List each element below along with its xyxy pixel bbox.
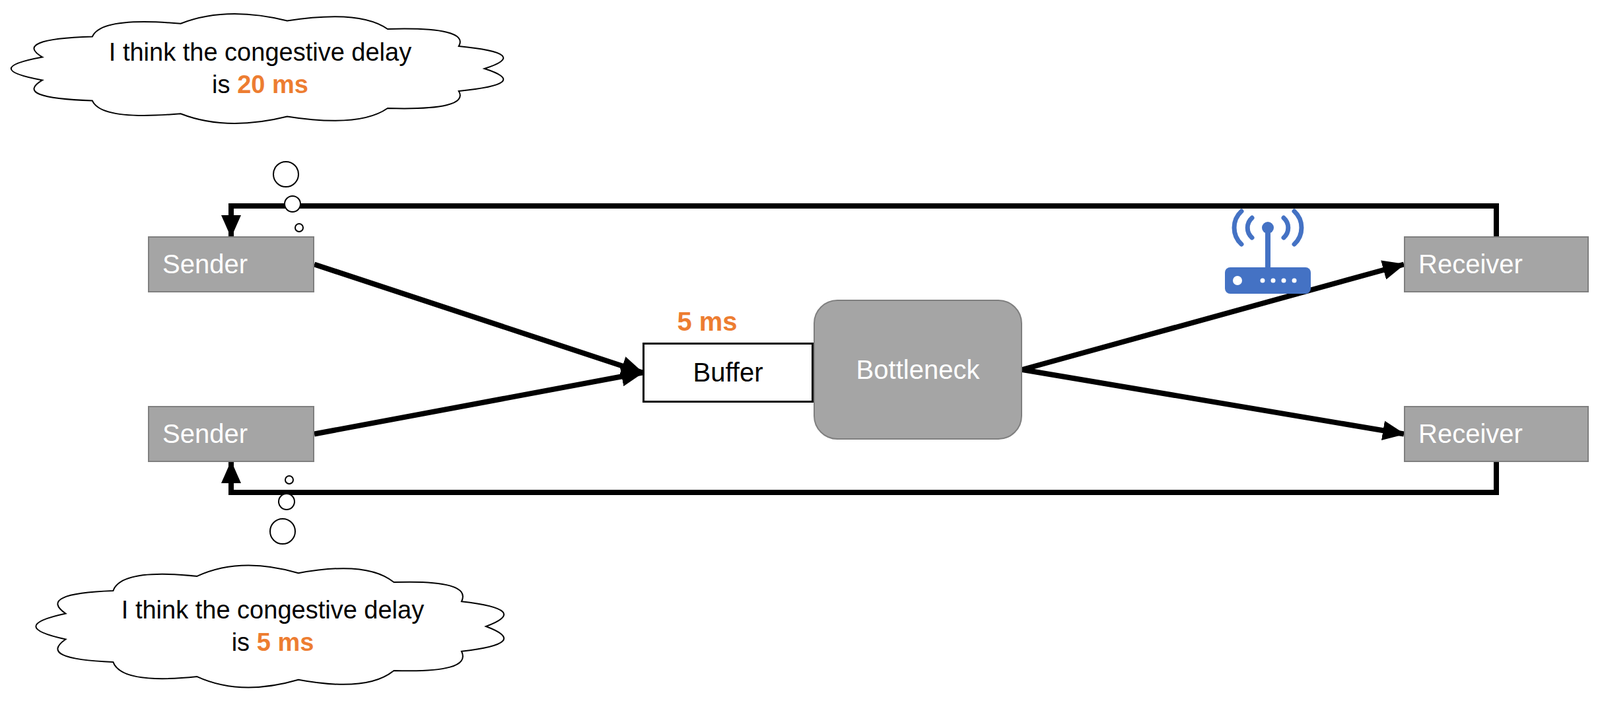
buffer-delay: 5 ms	[676, 307, 737, 337]
thought-cloud: I think the congestive delay is 20 ms	[5, 5, 516, 133]
sender-box: Sender	[147, 236, 315, 293]
thought-text: I think the congestive delay is 5 ms	[120, 594, 425, 660]
connector-arrow	[314, 264, 643, 374]
connector-arrow	[231, 462, 1497, 493]
delay-value: 20 ms	[237, 70, 309, 99]
thought-bubbles	[270, 161, 304, 545]
connector-arrow	[314, 373, 643, 435]
box-label: Bottleneck	[856, 355, 980, 385]
sender-box: Sender	[147, 406, 315, 463]
cloud-outline	[5, 5, 516, 133]
thought-text: I think the congestive delay is 20 ms	[108, 36, 413, 102]
receiver-box: Receiver	[1403, 236, 1589, 293]
box-label: Sender	[162, 419, 248, 450]
bottleneck-box: Bottleneck	[813, 299, 1023, 440]
connector-arrow	[231, 206, 1497, 237]
box-label: Receiver	[1418, 419, 1523, 450]
connector-arrow	[1022, 369, 1404, 435]
router-icon	[1224, 211, 1311, 294]
box-label: Sender	[162, 249, 248, 280]
box-label: Buffer	[693, 357, 764, 388]
connector-arrow	[1022, 264, 1404, 371]
thought-cloud: I think the congestive delay is 5 ms	[30, 556, 516, 698]
buffer-box: Buffer	[642, 342, 814, 403]
receiver-box: Receiver	[1403, 406, 1589, 463]
delay-value: 5 ms	[256, 628, 315, 657]
cloud-outline	[30, 556, 516, 698]
box-label: Receiver	[1418, 249, 1523, 280]
